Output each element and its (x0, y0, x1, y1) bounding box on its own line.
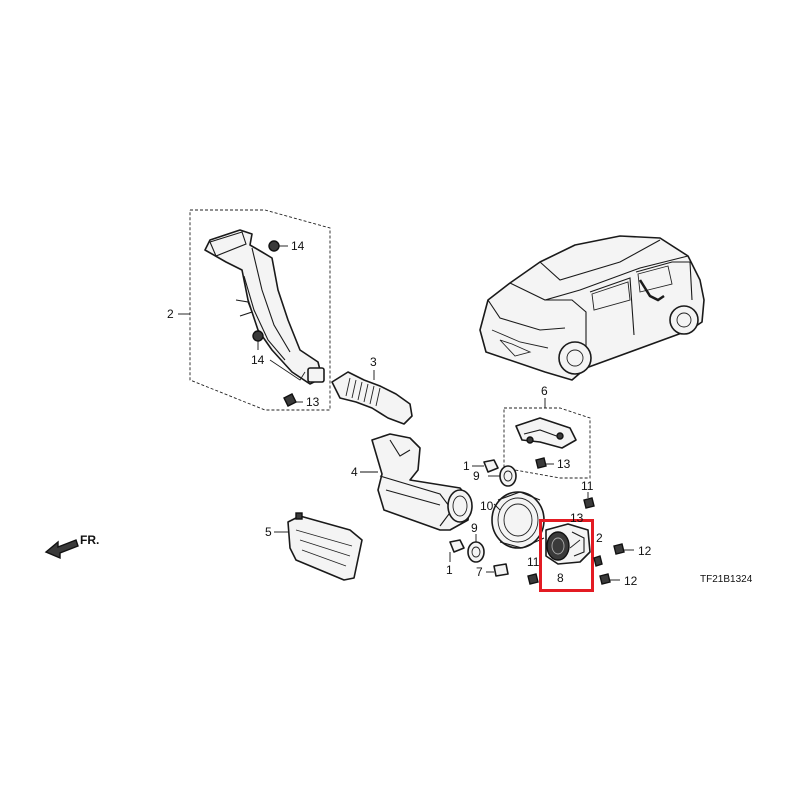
group-6-bracket (503, 398, 591, 479)
screw-small-right (593, 555, 603, 567)
callout-4: 4 (351, 465, 358, 479)
part-4-air-box (360, 433, 473, 531)
diagram-reference-code: TF21B1324 (700, 574, 753, 585)
callout-8: 8 (557, 571, 564, 585)
part-6-bracket (515, 417, 577, 449)
callout-9-lower: 9 (471, 521, 478, 535)
bolt-13-right (535, 457, 554, 469)
callout-2-motor: 2 (596, 531, 603, 545)
bolt-12-lower (599, 573, 620, 585)
group-2-bracket (178, 209, 331, 411)
callout-13-hidden: 13 (570, 511, 584, 525)
bolt-13-left (283, 393, 303, 407)
callout-13-right: 13 (557, 457, 571, 471)
callout-3: 3 (370, 355, 377, 369)
callout-5: 5 (265, 525, 272, 539)
grommet-1-upper (472, 459, 499, 473)
callout-11-upper: 11 (581, 479, 594, 493)
bolt-12-upper (613, 543, 634, 555)
clip-14-top (268, 240, 288, 252)
grommet-1-lower (449, 539, 465, 562)
callout-1-lower: 1 (446, 563, 453, 577)
callout-14-top: 14 (291, 239, 305, 253)
part-2-intake-duct (204, 229, 325, 385)
callout-12-lower: 12 (624, 574, 638, 588)
callout-2-duct: 2 (167, 307, 174, 321)
direction-label: FR. (80, 533, 99, 547)
clip-7 (486, 563, 509, 577)
callout-9-upper: 9 (473, 469, 480, 483)
bolt-11-lower (527, 573, 539, 585)
callout-12-upper: 12 (638, 544, 652, 558)
bolt-11-upper (583, 492, 595, 509)
callout-14-bottom: 14 (251, 353, 265, 367)
callout-6: 6 (541, 384, 548, 398)
part-5-filter-cover (274, 512, 363, 581)
bushing-9-upper (488, 465, 517, 487)
part-10-fan-housing (491, 491, 545, 549)
part-8-blower-motor (545, 523, 591, 565)
bushing-9-lower (467, 534, 485, 563)
clip-14-bottom (252, 330, 264, 350)
highlight-box-part-8 (539, 519, 594, 592)
callout-1-upper: 1 (463, 459, 470, 473)
callout-7: 7 (476, 565, 483, 579)
callout-13-left: 13 (306, 395, 320, 409)
front-direction-arrow: FR. (44, 533, 99, 560)
part-3-hose (331, 370, 413, 425)
car-illustration (479, 235, 705, 381)
callout-11-lower: 11 (527, 555, 540, 569)
callout-10: 10 (480, 499, 494, 513)
